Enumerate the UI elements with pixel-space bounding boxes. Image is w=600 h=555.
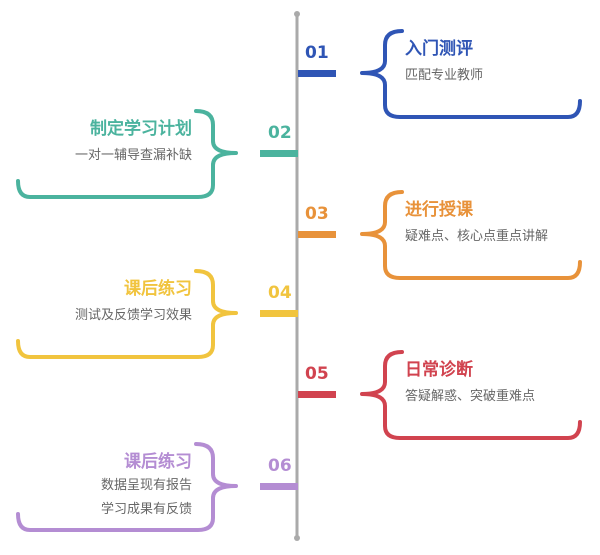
bracket-icon (360, 350, 582, 440)
step-number: 01 (305, 43, 329, 63)
bracket-icon (16, 109, 238, 199)
step-title: 日常诊断 (405, 360, 473, 380)
step-subtitle: 一对一辅导查漏补缺 (74, 148, 192, 163)
step-number: 03 (305, 204, 329, 224)
bracket-icon (16, 269, 238, 359)
step-title: 入门测评 (405, 39, 473, 59)
axis-top-dot (294, 11, 300, 17)
step-subtitle: 数据呈现有报告 (100, 478, 192, 493)
bracket-icon (16, 442, 238, 532)
bracket-icon (360, 29, 582, 119)
step-number: 06 (268, 456, 292, 476)
step-bar (260, 483, 298, 490)
step-number: 05 (305, 364, 329, 384)
step-title: 制定学习计划 (90, 119, 192, 139)
step-subtitle: 测试及反馈学习效果 (74, 308, 192, 323)
step-subtitle: 答疑解惑、突破重难点 (405, 389, 536, 404)
step-bar (260, 310, 298, 317)
step-number: 04 (268, 283, 292, 303)
step-number: 02 (268, 123, 292, 143)
step-title: 课后练习 (124, 279, 192, 299)
step-bar (298, 391, 336, 398)
step-bar (298, 231, 336, 238)
step-subtitle: 学习成果有反馈 (100, 502, 192, 517)
bracket-icon (360, 190, 582, 280)
step-title: 课后练习 (124, 452, 192, 472)
step-subtitle: 疑难点、核心点重点讲解 (405, 229, 549, 244)
step-bar (260, 150, 298, 157)
axis-bottom-dot (294, 535, 300, 541)
step-bar (298, 70, 336, 77)
step-subtitle: 匹配专业教师 (405, 68, 484, 83)
step-title: 进行授课 (405, 200, 473, 220)
